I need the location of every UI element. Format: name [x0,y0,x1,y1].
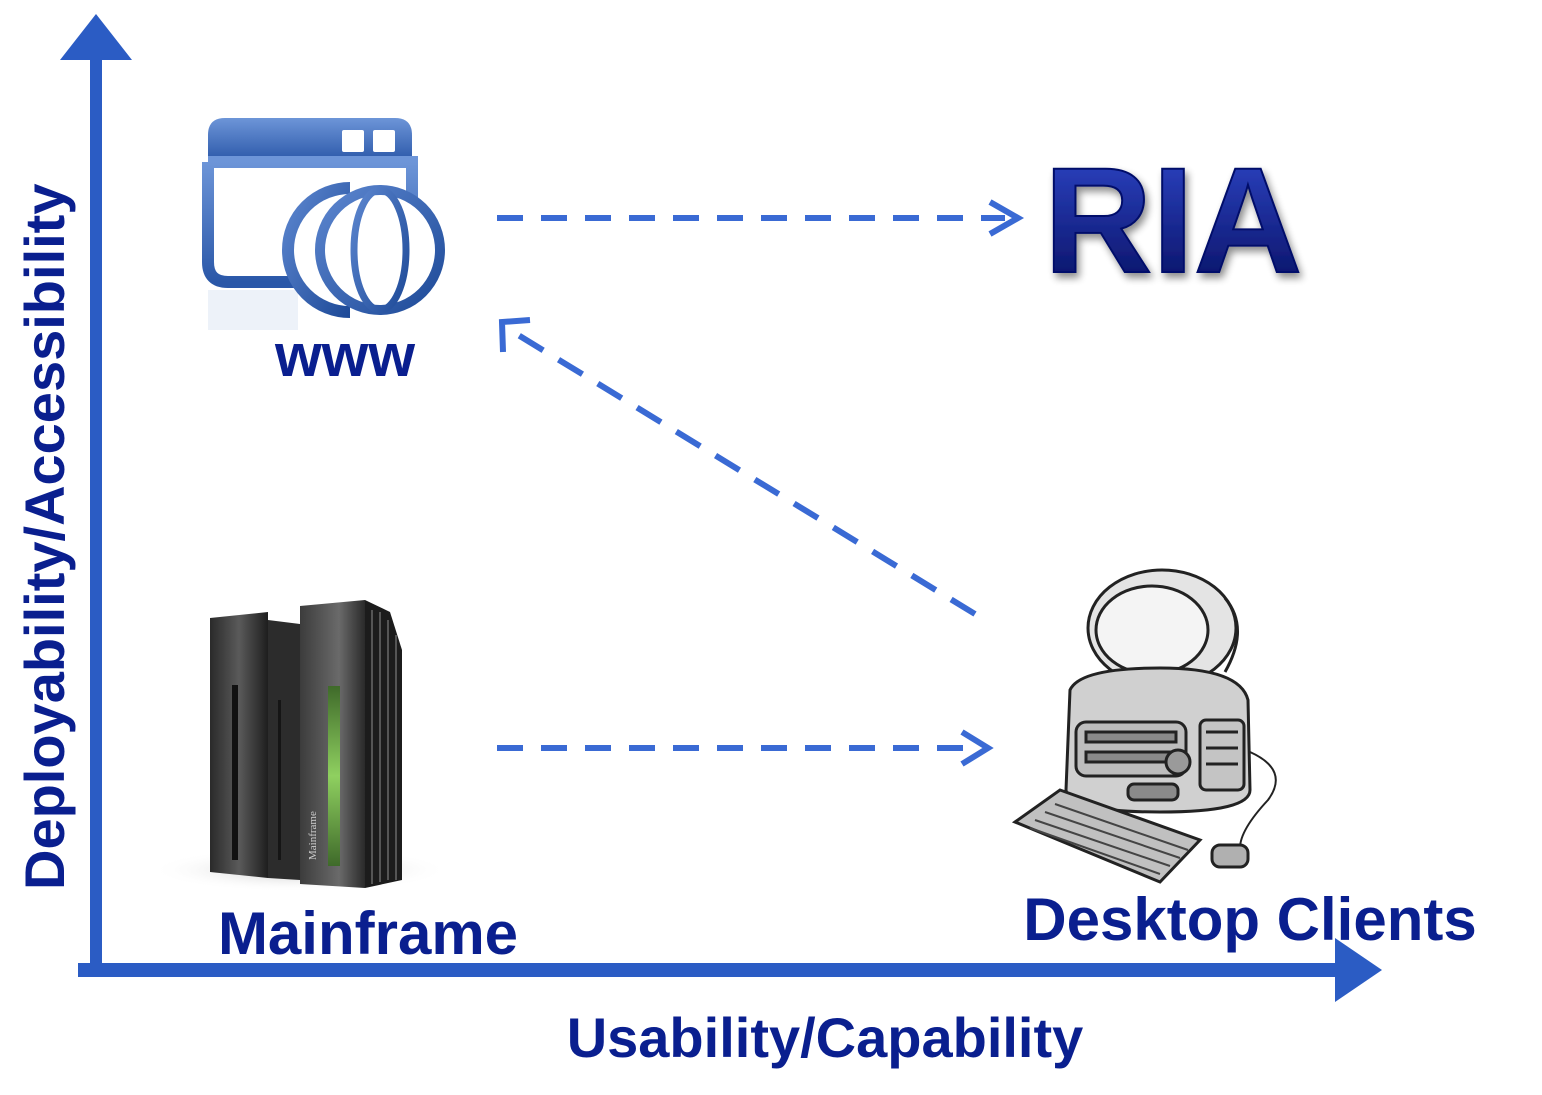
mainframe-server-icon: Mainframe [150,600,450,892]
mainframe-label: Mainframe [218,900,518,967]
arrow-www-to-ria [497,199,1025,237]
desktop-computer-icon [1011,568,1277,884]
x-axis-arrowhead [1335,938,1382,1002]
www-label: www [274,322,415,389]
y-axis [60,14,132,975]
x-axis-label: Usability/Capability [567,1006,1084,1069]
web-browser-globe-icon [202,118,445,330]
y-axis-label: Deployability/Accessibility [13,184,76,890]
desktop-clients-label: Desktop Clients [1023,886,1476,953]
y-axis-arrowhead [60,14,132,60]
arrow-desktop-to-www [498,317,977,617]
ria-label: RIA [1044,136,1302,304]
mainframe-plate-text: Mainframe [307,811,319,860]
x-axis [78,938,1382,1002]
arrow-mainframe-to-desktop [497,729,994,767]
